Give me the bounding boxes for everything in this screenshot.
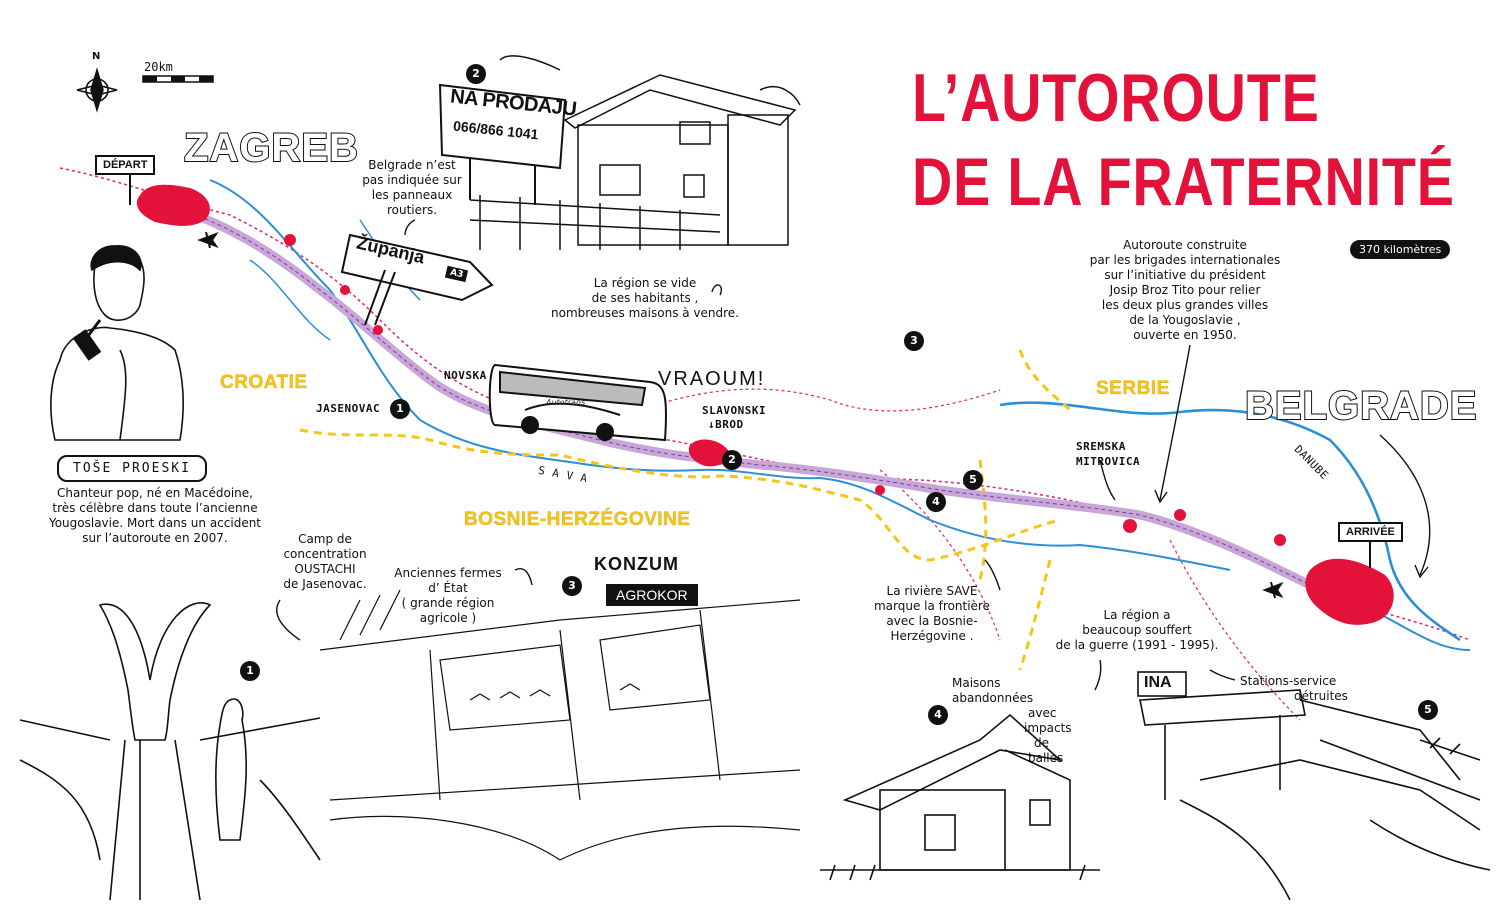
country-bosnie: BOSNIE-HERZÉGOVINE xyxy=(464,509,691,530)
note-houses: Maisons abandonnées avec impacts de ball… xyxy=(952,676,1072,765)
arrivee-sign: ARRIVÉE xyxy=(1338,522,1403,542)
marker-5-map: 5 xyxy=(963,470,983,490)
length-badge: 370 kilomètres xyxy=(1350,240,1451,259)
city-zagreb: ZAGREB xyxy=(183,125,359,171)
town-sremska: SREMSKA xyxy=(1076,440,1126,453)
country-serbie: SERBIE xyxy=(1096,378,1170,399)
bus-sound-text: VRAOUM! xyxy=(658,368,766,390)
destroyed-station-illustration xyxy=(1137,671,1491,901)
sava-river xyxy=(209,179,1231,571)
note-singer: Chanteur pop, né en Macédoine,très célèb… xyxy=(48,486,262,545)
agrokor-label: AGROKOR xyxy=(606,584,698,606)
airplane-icon xyxy=(1262,581,1284,599)
house-for-sale-illustration xyxy=(469,55,801,250)
town-novska: NOVSKA xyxy=(444,369,487,382)
depart-sign: DÉPART xyxy=(95,155,156,175)
note-stations: Stations-service détruites xyxy=(1240,674,1348,703)
billboard xyxy=(438,83,567,205)
airplane-icon xyxy=(197,231,219,249)
zupanja-road-sign xyxy=(340,233,494,326)
border-line xyxy=(299,428,1061,562)
page-subtitle: DE LA FRATERNITÉ xyxy=(912,144,1455,220)
page-title: L’AUTOROUTE xyxy=(912,60,1320,136)
town-jasenovac: JASENOVAC xyxy=(316,402,381,415)
marker-2-brod: 2 xyxy=(722,450,742,470)
town-brod: ↓BROD xyxy=(708,418,744,431)
scale-label: 20km xyxy=(144,60,173,74)
marker-3-fields: 3 xyxy=(562,576,582,596)
city-belgrade: BELGRADE xyxy=(1244,383,1478,429)
danube-river xyxy=(999,401,1461,642)
ina-station-sign: INA xyxy=(1144,674,1172,691)
marker-1-jasenovac: 1 xyxy=(390,399,410,419)
singer-name-box: TOŠE PROESKI xyxy=(57,455,207,482)
abandoned-house-illustration xyxy=(820,713,1100,881)
marker-2-house: 2 xyxy=(466,64,486,84)
bus-brand-label: Autotrans xyxy=(546,398,586,407)
konzum-logo-text: KONZUM xyxy=(594,554,679,574)
compass-north-label: N xyxy=(92,51,101,62)
zagreb-city-blob xyxy=(136,184,210,226)
bus-illustration xyxy=(488,363,668,442)
compass-icon xyxy=(76,67,118,113)
town-slavonski: SLAVONSKI xyxy=(702,404,767,417)
jasenovac-monument-illustration xyxy=(19,602,321,901)
farm-fields-illustration xyxy=(319,589,801,861)
marker-4-map: 4 xyxy=(926,492,946,512)
marker-4-house: 4 xyxy=(928,705,948,725)
marker-5-station: 5 xyxy=(1418,700,1438,720)
singer-portrait-illustration xyxy=(50,245,185,441)
brod-city-blob xyxy=(688,439,729,467)
marker-3-map: 3 xyxy=(904,331,924,351)
marker-1-monument: 1 xyxy=(240,661,260,681)
scale-bar-icon xyxy=(142,75,214,83)
town-mitrovica: MITROVICA xyxy=(1076,455,1141,468)
belgrade-city-blob xyxy=(1305,558,1394,625)
country-croatie: CROATIE xyxy=(220,372,308,393)
